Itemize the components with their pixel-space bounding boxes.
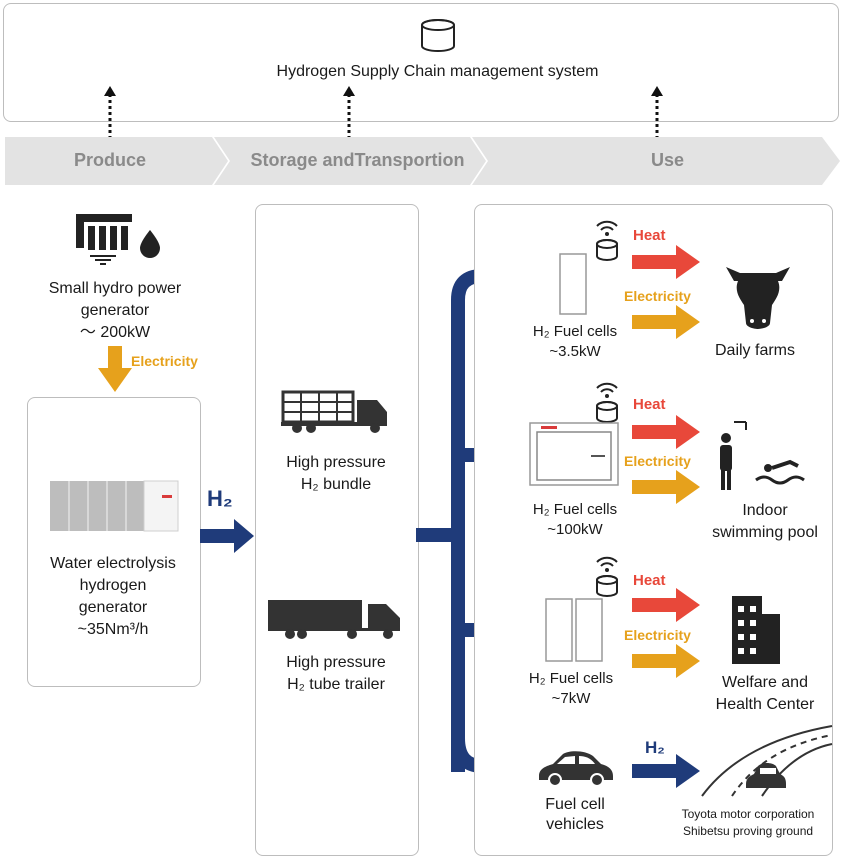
electricity-arrow-1	[632, 305, 700, 339]
fuel-cell-unit-icon	[545, 598, 603, 662]
tube-trailer-icon	[268, 600, 400, 639]
electricity-label-2: Electricity	[624, 453, 691, 469]
cow-icon	[726, 267, 790, 329]
database-icon	[421, 19, 455, 52]
h2-label-vehicle: H₂	[645, 738, 665, 757]
heat-label-1: Heat	[633, 227, 666, 244]
electricity-arrow-3	[632, 644, 700, 678]
h2-label-transfer: H₂	[207, 486, 233, 511]
swimming-pool-icon	[720, 421, 805, 490]
use-box	[474, 204, 833, 856]
stage-produce: Produce	[73, 150, 147, 170]
management-system-box	[3, 3, 839, 122]
fuel-cell-label-3: H₂ Fuel cells ~7kW	[528, 670, 614, 707]
heat-arrow-3	[632, 588, 700, 622]
electrolysis-box	[27, 397, 201, 687]
electricity-arrow-down	[98, 346, 132, 392]
fuel-cell-unit-icon	[559, 253, 587, 315]
heat-label-2: Heat	[633, 396, 666, 413]
h2-arrow-right	[200, 519, 254, 553]
tube-trailer-label: High pressure H₂ tube trailer	[286, 654, 386, 693]
wireless-db-icon	[596, 382, 618, 423]
electricity-arrow-2	[632, 470, 700, 504]
heat-arrow-1	[632, 245, 700, 279]
stage-band	[5, 137, 840, 185]
heat-arrow-2	[632, 415, 700, 449]
car-icon	[539, 751, 613, 787]
bundle-label: High pressure H₂ bundle	[286, 454, 386, 493]
target-label-2: Indoor swimming pool	[712, 502, 818, 541]
electrolysis-unit-icon	[50, 480, 179, 532]
wireless-db-icon	[596, 220, 618, 261]
electricity-label-1: Electricity	[624, 288, 691, 304]
building-icon	[732, 596, 780, 664]
wireless-db-icon	[596, 556, 618, 597]
bundle-truck-icon	[281, 390, 387, 433]
fuel-cell-label-2: H₂ Fuel cells ~100kW	[532, 501, 618, 538]
electricity-label-3: Electricity	[624, 627, 691, 643]
stage-storage: Storage andTransportion	[250, 150, 465, 170]
storage-box	[255, 204, 419, 856]
target-label-4: Toyota motor corporation Shibetsu provin…	[681, 807, 815, 838]
electrolysis-label: Water electrolysis hydrogen generator ~3…	[50, 555, 176, 638]
h2-arrow-vehicle	[632, 754, 700, 788]
electricity-label-produce: Electricity	[131, 353, 198, 369]
hydro-generator-icon	[76, 214, 160, 265]
vehicle-label: Fuel cell vehicles	[545, 796, 605, 833]
target-label-1: Daily farms	[714, 342, 795, 359]
proving-ground-icon	[701, 725, 833, 797]
management-system-title: Hydrogen Supply Chain management system	[276, 63, 599, 80]
target-label-3: Welfare and Health Center	[715, 674, 815, 713]
hydro-generator-label: Small hydro power generator 〜 200kW	[48, 280, 182, 341]
stage-use: Use	[650, 150, 685, 170]
fuel-cell-unit-icon	[529, 422, 619, 486]
fuel-cell-label-1: H₂ Fuel cells ~3.5kW	[532, 323, 618, 360]
heat-label-3: Heat	[633, 572, 666, 589]
